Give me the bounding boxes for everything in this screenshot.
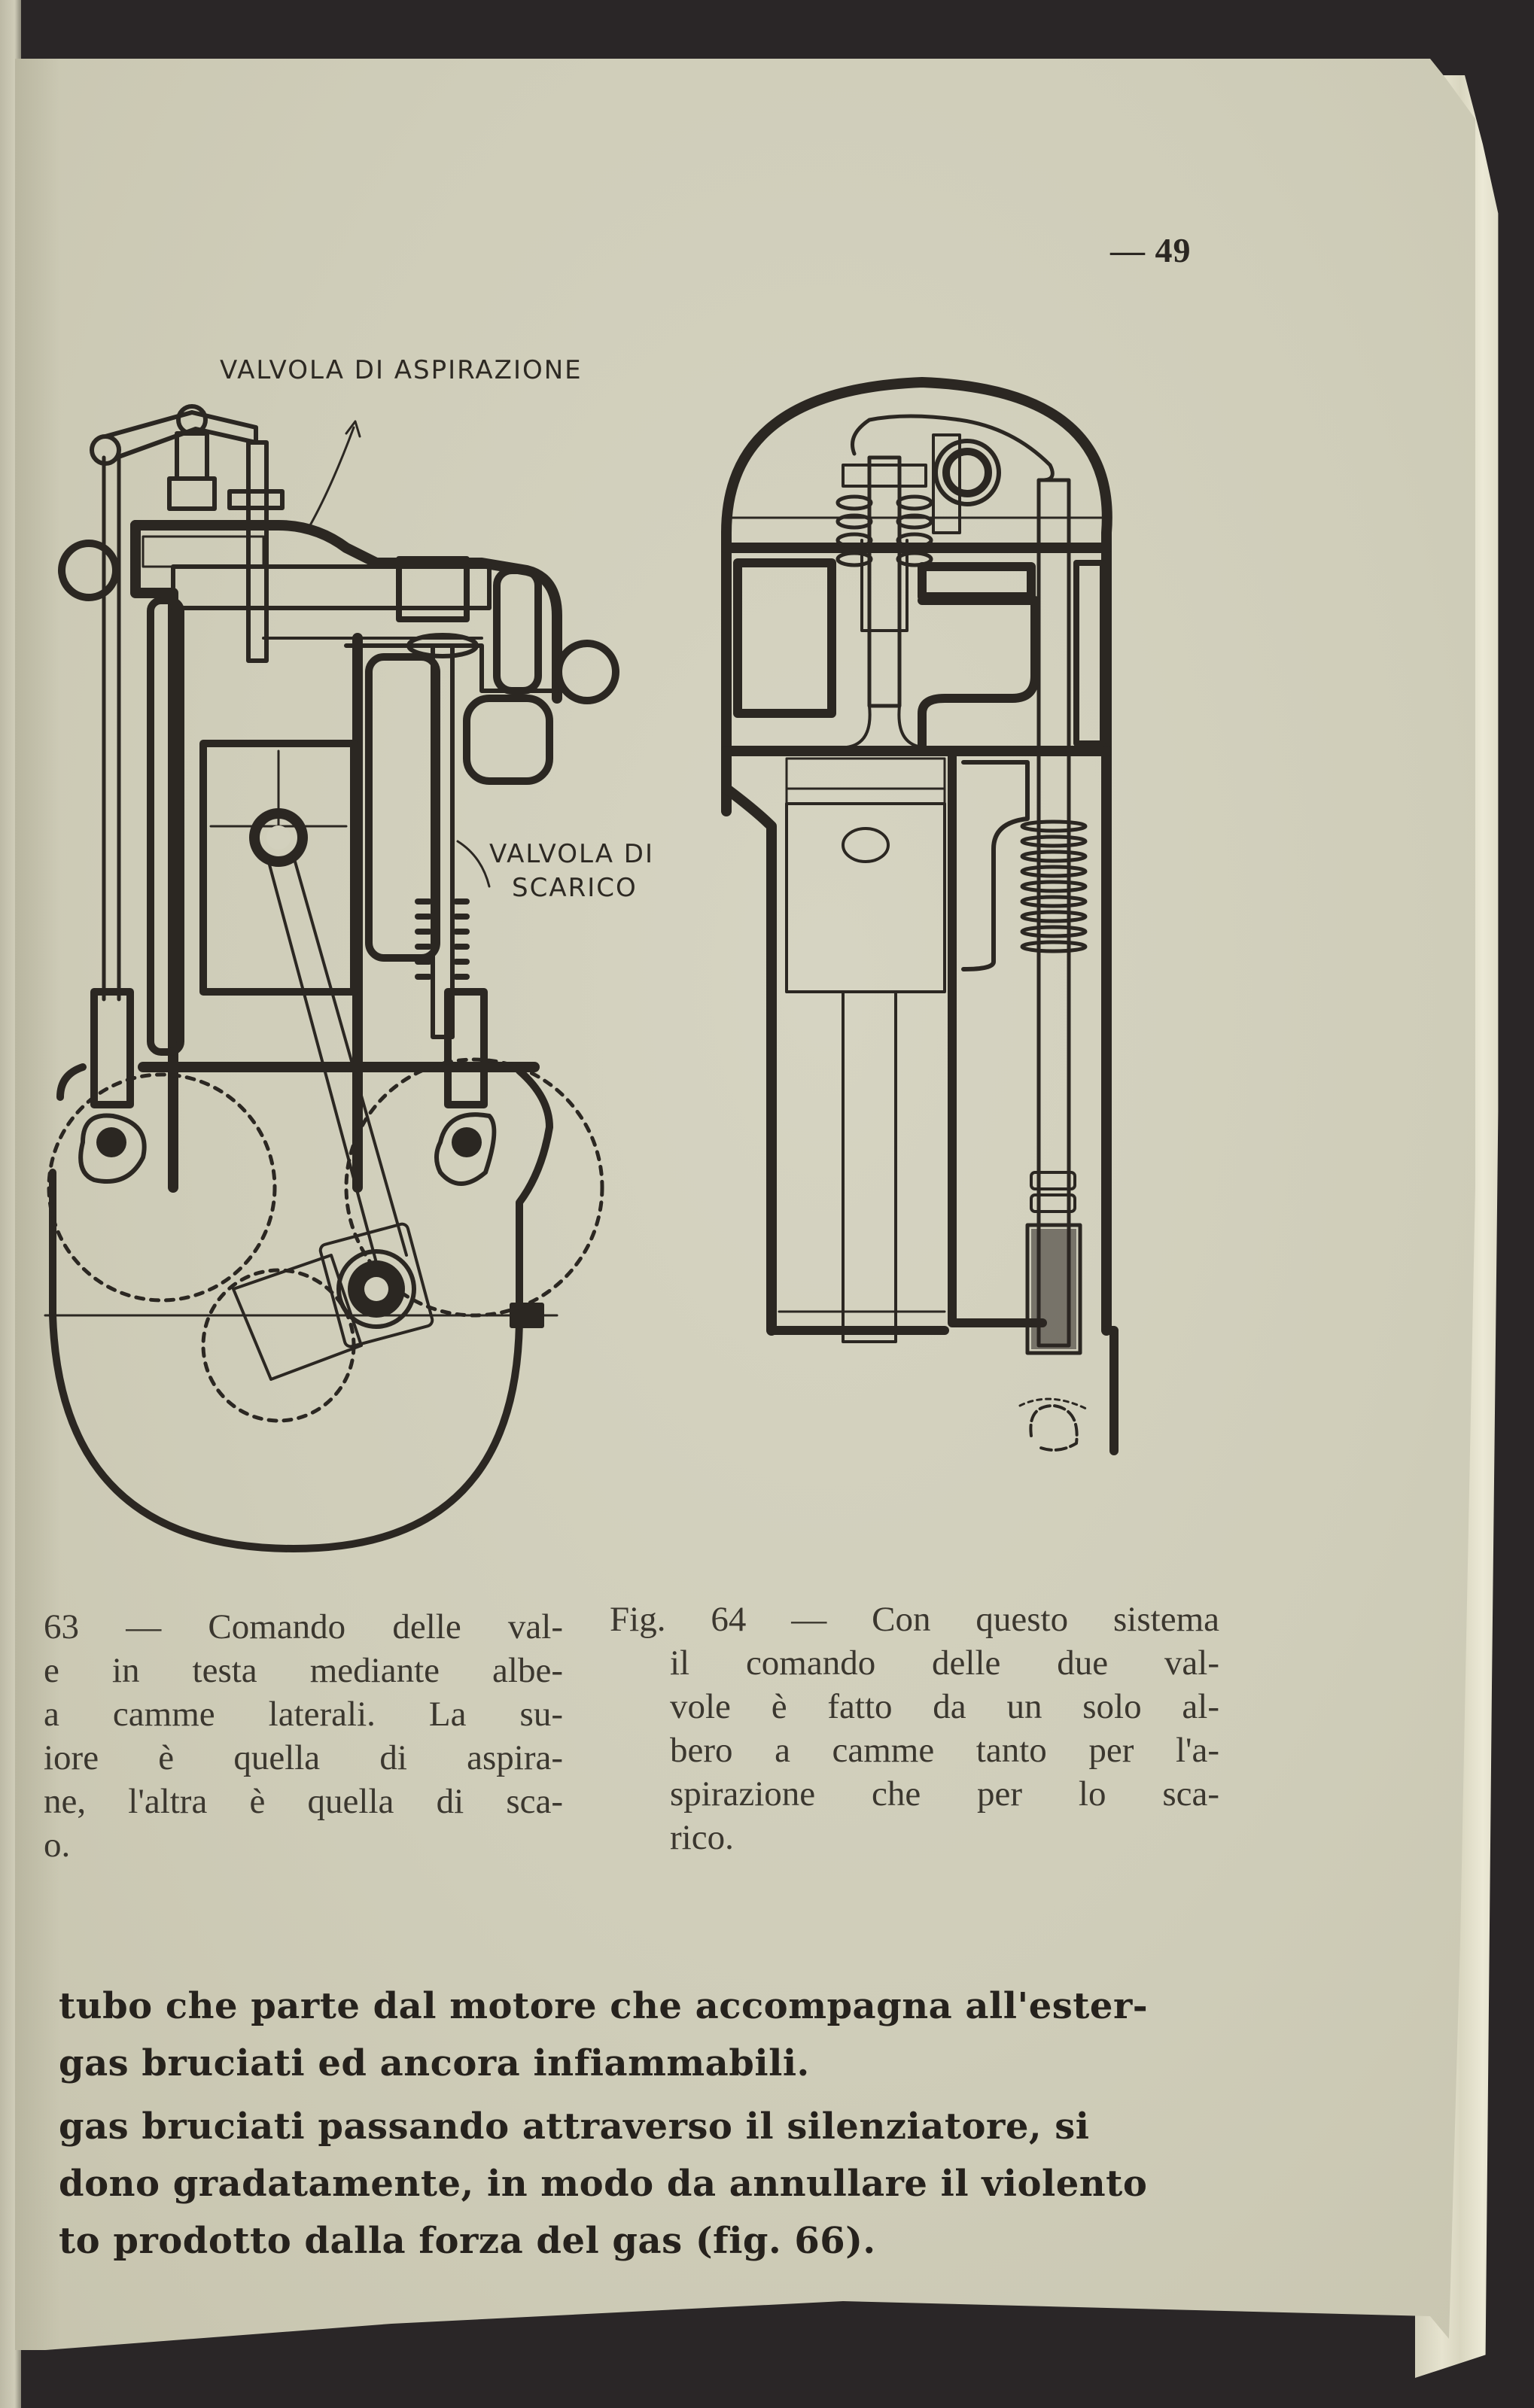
exhaust-valve-callout-line2: SCARICO	[512, 873, 638, 903]
caption-line: a camme laterali. La su-	[44, 1695, 563, 1734]
exhaust-valve-callout-line1: VALVOLA DI	[489, 839, 654, 869]
body-paragraph-2: gas bruciati passando attraverso il sile…	[59, 2098, 1147, 2270]
page-number: — 49	[1110, 231, 1192, 269]
caption-line: o.	[44, 1826, 71, 1865]
caption-line: e in testa mediante albe-	[44, 1651, 563, 1690]
body-paragraph-1: tubo che parte dal motore che accompagna…	[59, 1978, 1148, 2092]
caption-line: iore è quella di aspira-	[44, 1738, 563, 1777]
body-line: dono gradatamente, in modo da annullare …	[59, 2163, 1148, 2205]
caption-line: Fig. 64 — Con questo sistema	[610, 1600, 1219, 1639]
caption-line: il comando delle due val-	[670, 1643, 1219, 1683]
figure-63-caption: 63 — Comando delle val- e in testa media…	[44, 1605, 563, 1867]
caption-line: spirazione che per lo sca-	[670, 1774, 1219, 1814]
caption-line: ne, l'altra è quella di sca-	[44, 1782, 563, 1821]
body-line: gas bruciati ed ancora infiammabili.	[59, 2042, 810, 2084]
caption-line: 63 — Comando delle val-	[44, 1607, 563, 1646]
caption-line: vole è fatto da un solo al-	[670, 1687, 1219, 1726]
intake-valve-callout: VALVOLA DI ASPIRAZIONE	[220, 355, 583, 385]
figure-63-diagram	[30, 375, 632, 1594]
caption-line: rico.	[670, 1818, 734, 1857]
body-line: to prodotto dalla forza del gas (fig. 66…	[59, 2220, 876, 2262]
engine-cross-section-icon	[44, 404, 619, 1552]
caption-line: bero a camme tanto per l'a-	[670, 1731, 1219, 1770]
body-line: gas bruciati passando attraverso il sile…	[59, 2105, 1090, 2148]
book-page: — 49	[15, 59, 1475, 2350]
figure-64-caption: Fig. 64 — Con questo sistema il comando …	[610, 1598, 1219, 1859]
figure-64-diagram	[696, 367, 1148, 1466]
engine-cross-section-icon	[721, 377, 1119, 1455]
body-line: tubo che parte dal motore che accompagna…	[59, 1985, 1149, 2027]
